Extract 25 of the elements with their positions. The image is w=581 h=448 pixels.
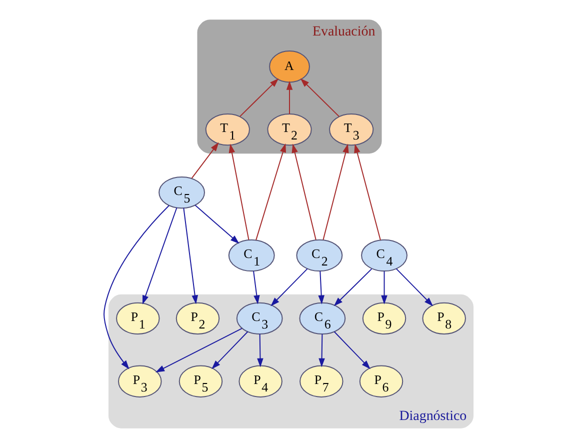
arrow: [395, 268, 433, 306]
arrow: [256, 334, 263, 368]
arrow: [318, 334, 324, 368]
arrow: [103, 204, 170, 370]
arrow: [270, 268, 308, 306]
arrow: [211, 331, 248, 370]
arrow: [190, 142, 218, 179]
arrow: [182, 208, 198, 304]
arrow: [333, 268, 372, 306]
arrow: [155, 328, 242, 372]
arrow: [286, 80, 292, 114]
arrow: [333, 331, 370, 370]
arrow: [380, 270, 387, 304]
arrow: [354, 144, 380, 241]
arrow: [318, 270, 324, 304]
arrow: [228, 144, 249, 240]
arrow: [255, 143, 286, 241]
arrow: [194, 204, 239, 244]
arrow: [238, 78, 278, 117]
arrow: [322, 144, 348, 240]
arrow: [142, 207, 177, 304]
arrow: [291, 144, 316, 240]
node-ellipse: A: [268, 50, 310, 83]
arrow: [252, 270, 260, 304]
arrow: [300, 78, 340, 117]
